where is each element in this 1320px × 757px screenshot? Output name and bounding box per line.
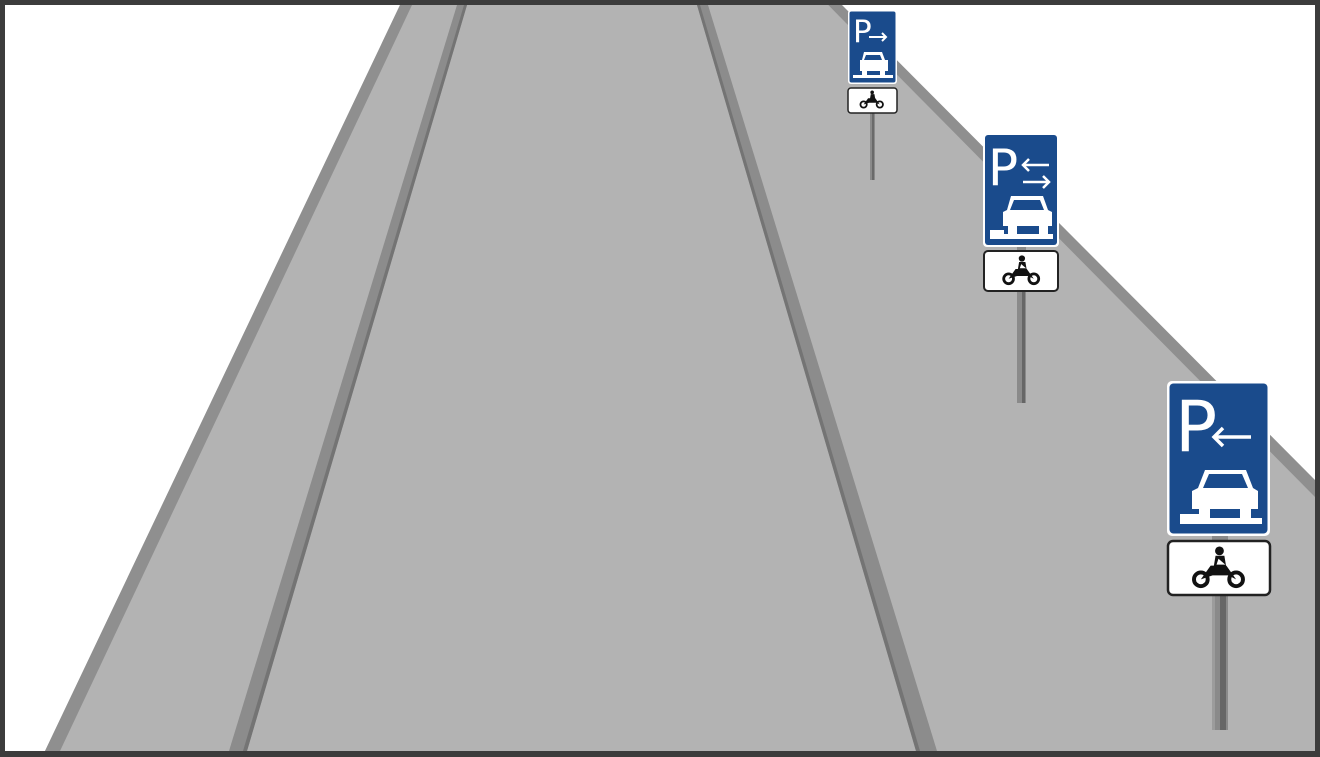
parking-p-symbol: P: [853, 14, 872, 50]
motorcycle-icon: [1002, 255, 1041, 286]
parking-sign-middle: P: [983, 133, 1059, 403]
arrow-right-icon: [869, 32, 888, 42]
motorcycle-icon: [1192, 546, 1245, 589]
right-lane-strip: [697, 5, 937, 751]
car-on-sidewalk-icon: [853, 52, 893, 78]
motorcycle-icon: [859, 90, 884, 109]
parking-p-symbol: P: [1175, 386, 1217, 468]
arrow-left-icon: [1021, 158, 1049, 172]
arrow-right-icon: [1023, 175, 1051, 189]
right-lane-strip-shadow: [697, 5, 920, 751]
car-on-sidewalk-icon: [990, 196, 1053, 239]
sign-pole: [1017, 290, 1026, 403]
road-illustration: P: [45, 5, 1315, 751]
road-right-edge: [828, 5, 1315, 497]
parking-sign-near: P: [1166, 381, 1272, 730]
arrow-left-icon: [1211, 426, 1251, 448]
road-scene: P: [5, 5, 1315, 751]
left-lane-strip-shadow: [243, 5, 467, 751]
parking-sign-far: P: [847, 10, 898, 180]
left-lane-strip: [229, 5, 467, 751]
parking-p-symbol: P: [988, 139, 1018, 197]
road-left-edge: [45, 5, 412, 751]
car-on-sidewalk-icon: [1180, 470, 1262, 524]
